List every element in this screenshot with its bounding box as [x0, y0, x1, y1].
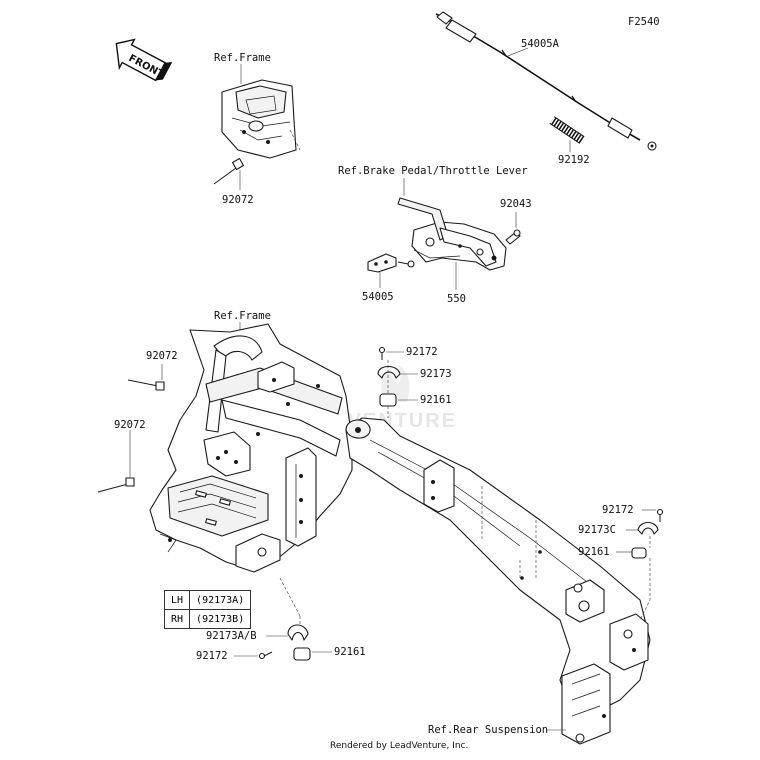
- part-92072-top-label: 92072: [222, 194, 254, 206]
- ref-frame-top-label: Ref.Frame: [214, 52, 271, 64]
- table-row: LH (92173A): [163, 590, 252, 610]
- figure-code: F2540: [628, 16, 660, 28]
- rear-frame-arm: [345, 417, 651, 745]
- cable-tie-92072-top: [213, 157, 245, 185]
- part-92172-c-label: 92172: [196, 650, 228, 662]
- pin-92043: [505, 229, 521, 245]
- part-cell: (92173B): [189, 609, 252, 629]
- part-92072-mid2-label: 92072: [114, 419, 146, 431]
- part-92161-c-label: 92161: [334, 646, 366, 658]
- frame-upper-ref: [221, 79, 301, 159]
- side-cell: RH: [163, 609, 191, 629]
- part-92173C-label: 92173C: [578, 524, 616, 536]
- part-92173AB-label: 92173A/B: [206, 630, 257, 642]
- part-cell: (92173A): [189, 590, 252, 610]
- ref-rear-suspension-label: Ref.Rear Suspension: [428, 724, 548, 736]
- part-92072-mid1-label: 92072: [146, 350, 178, 362]
- part-54005-label: 54005: [362, 291, 394, 303]
- cable-54005A: [435, 11, 657, 151]
- ref-brake-label: Ref.Brake Pedal/Throttle Lever: [338, 165, 528, 177]
- cable-tie-92072-mid1: [127, 379, 165, 391]
- cable-tie-92072-mid2: [97, 477, 135, 493]
- spring-92192: [549, 116, 585, 144]
- ref-frame-mid-label: Ref.Frame: [214, 310, 271, 322]
- clamp-stack-upper: [377, 346, 401, 418]
- table-row: RH (92173B): [163, 609, 252, 629]
- main-frame: [149, 323, 353, 573]
- part-92161-b-label: 92161: [578, 546, 610, 558]
- side-table: LH (92173A) RH (92173B): [163, 590, 252, 629]
- front-arrow-icon: FRONT: [115, 38, 173, 82]
- credit-text: Rendered by LeadVenture, Inc.: [330, 741, 468, 751]
- part-92172-b-label: 92172: [602, 504, 634, 516]
- brake-throttle-lever: [397, 197, 507, 271]
- clamp-stack-right: [631, 508, 664, 621]
- part-550-label: 550: [447, 293, 466, 305]
- clamp-stack-lower: [258, 577, 311, 661]
- part-92172-a-label: 92172: [406, 346, 438, 358]
- part-92161-a-label: 92161: [420, 394, 452, 406]
- side-cell: LH: [163, 590, 191, 610]
- spring-92192-label: 92192: [558, 154, 590, 166]
- pin-92043-label: 92043: [500, 198, 532, 210]
- part-92173-label: 92173: [420, 368, 452, 380]
- cable-54005A-label: 54005A: [521, 38, 560, 50]
- bracket-54005: [367, 253, 415, 273]
